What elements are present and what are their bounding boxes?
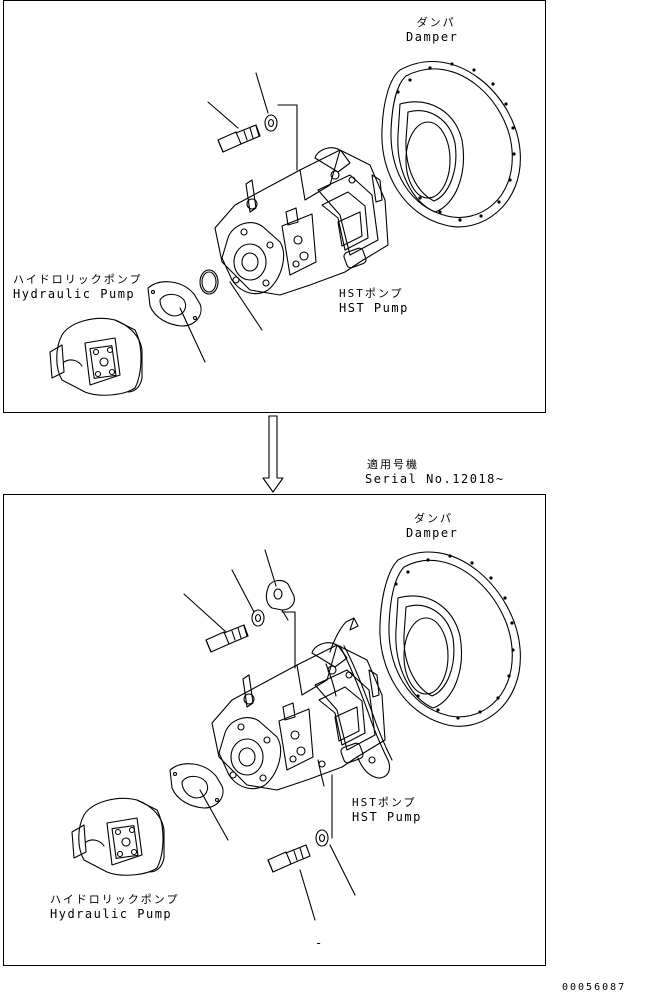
top-o-ring bbox=[199, 269, 219, 295]
bottom-dash-mark: - bbox=[315, 936, 324, 950]
top-washer bbox=[264, 114, 278, 132]
top-damper-label-en: Damper bbox=[406, 30, 459, 44]
bottom-leader-lines bbox=[183, 549, 356, 921]
bottom-sensor-harness bbox=[317, 617, 393, 787]
bottom-hst-pump-label-jp: HSTポンプ bbox=[352, 796, 417, 809]
top-damper bbox=[381, 60, 521, 228]
bottom-damper-label-en: Damper bbox=[406, 526, 459, 540]
top-gasket bbox=[147, 281, 202, 327]
bottom-hydraulic-pump-label-jp: ハイドロリックポンプ bbox=[50, 893, 180, 906]
bottom-hst-pump bbox=[211, 617, 393, 791]
bottom-hydraulic-pump-label: ハイドロリックポンプ Hydraulic Pump bbox=[50, 893, 179, 921]
bottom-damper-bolt-holes bbox=[394, 554, 515, 720]
top-hst-pump-label: HSTポンプ HST Pump bbox=[339, 287, 409, 315]
bottom-hydraulic-pump-label-en: Hydraulic Pump bbox=[50, 907, 173, 921]
bottom-damper-label-jp: ダンパ bbox=[414, 512, 453, 525]
bottom-panel bbox=[3, 494, 546, 966]
top-damper-bolt-holes bbox=[396, 62, 516, 222]
top-hydraulic-pump-label: ハイドロリックポンプ Hydraulic Pump bbox=[13, 273, 142, 301]
top-bolt bbox=[217, 124, 261, 153]
serial-label-jp: 適用号機 bbox=[367, 458, 419, 471]
bottom-bolt-lower bbox=[267, 844, 311, 873]
top-hst-pump bbox=[214, 147, 389, 296]
serial-applicability-note: 適用号機 Serial No.12018~ bbox=[365, 458, 505, 486]
bottom-hst-pump-label: HSTポンプ HST Pump bbox=[352, 796, 422, 824]
bottom-bolt-upper bbox=[205, 624, 249, 653]
bottom-gasket bbox=[169, 763, 224, 809]
top-hydraulic-pump bbox=[49, 317, 143, 396]
top-hst-pump-label-en: HST Pump bbox=[339, 301, 409, 315]
top-damper-label-jp: ダンパ bbox=[416, 16, 456, 29]
top-panel bbox=[3, 0, 546, 413]
bottom-hydraulic-pump bbox=[71, 797, 165, 876]
bottom-washer-lower bbox=[315, 829, 329, 847]
top-damper-label: ダンパ Damper bbox=[406, 16, 458, 44]
bottom-damper bbox=[379, 551, 521, 727]
down-arrow bbox=[262, 415, 284, 493]
drawing-code: 00056087 bbox=[562, 982, 627, 993]
top-hydraulic-pump-label-en: Hydraulic Pump bbox=[13, 287, 136, 301]
serial-label-en: Serial No.12018~ bbox=[365, 472, 505, 486]
top-leader-lines bbox=[179, 72, 298, 363]
bottom-washer-upper bbox=[251, 609, 265, 627]
bottom-damper-label: ダンパ Damper bbox=[406, 512, 458, 540]
top-hst-pump-label-jp: HSTポンプ bbox=[339, 287, 404, 300]
top-hydraulic-pump-label-jp: ハイドロリックポンプ bbox=[13, 273, 143, 286]
bottom-hst-pump-label-en: HST Pump bbox=[352, 810, 422, 824]
